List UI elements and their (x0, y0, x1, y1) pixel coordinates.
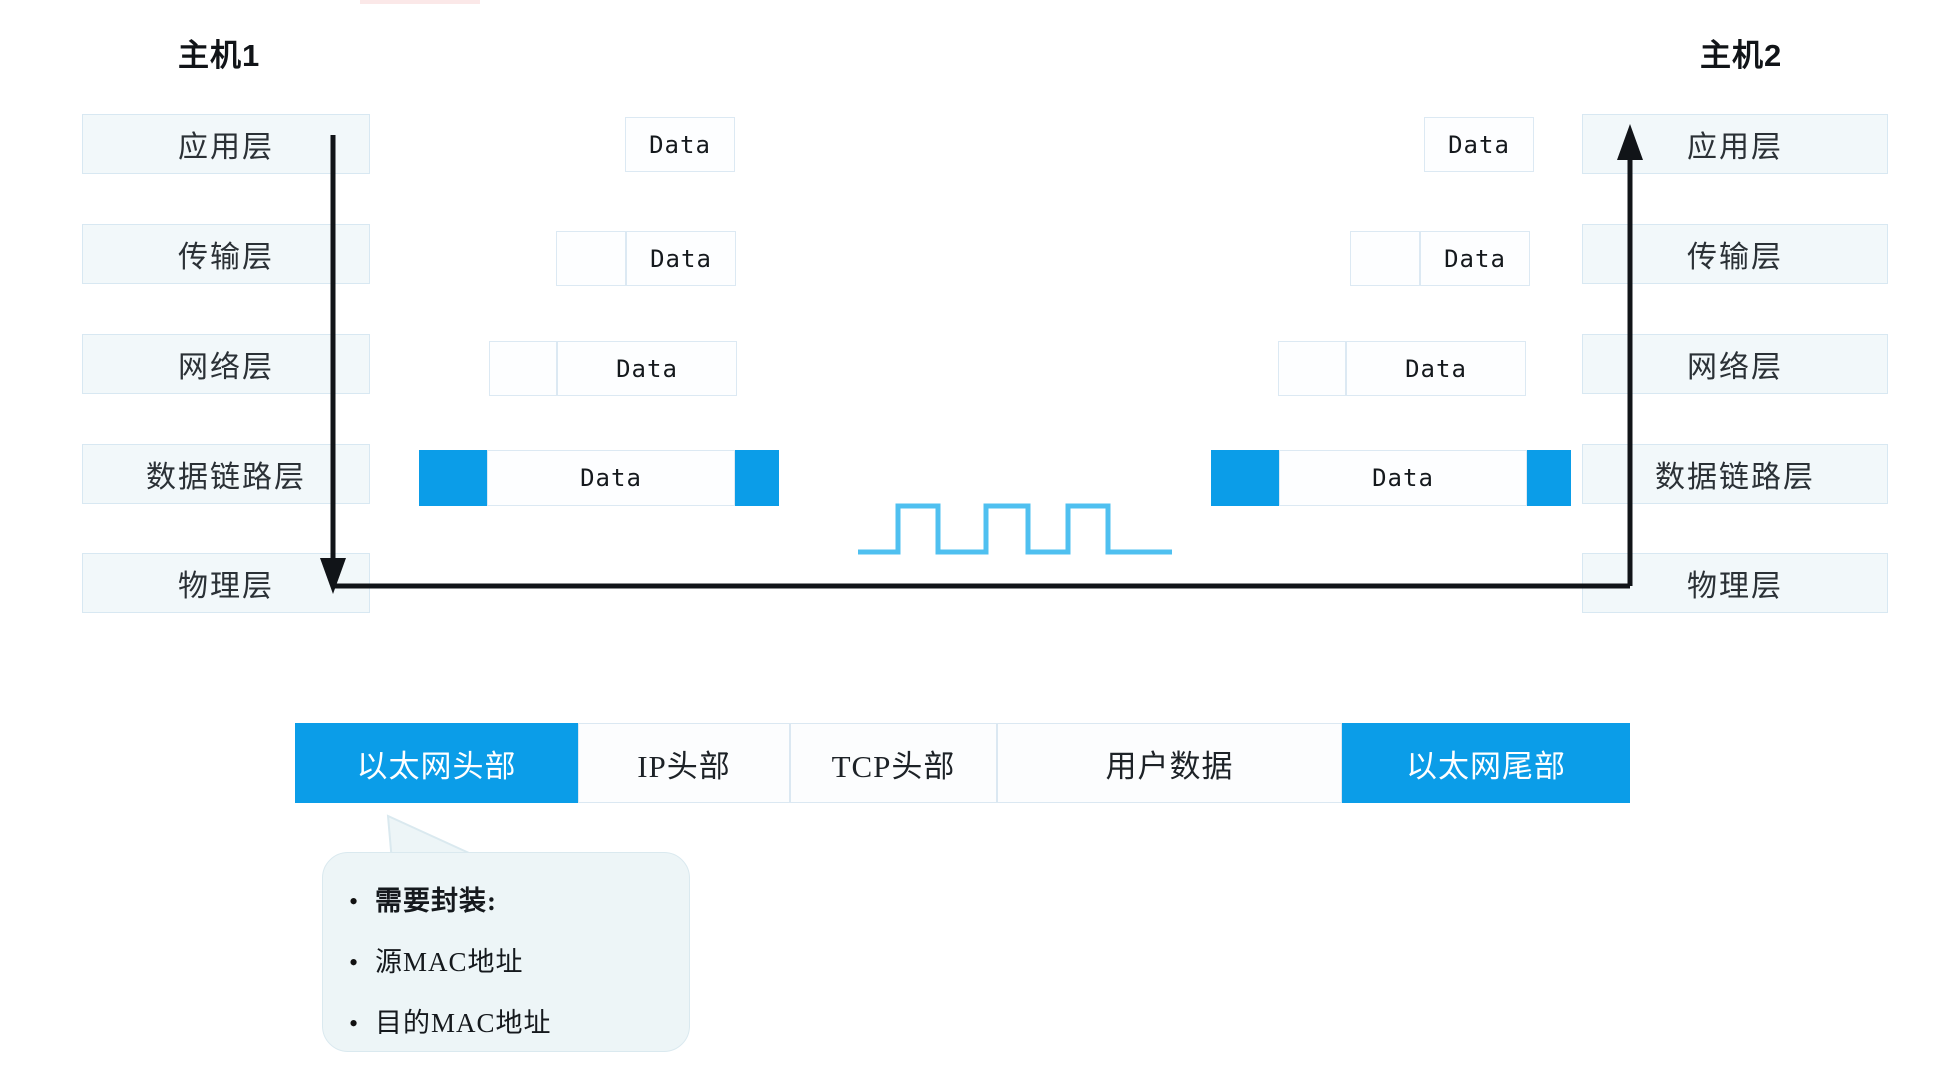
pdu-header-transport (1350, 231, 1420, 286)
pdu-right-datalink: Data (1211, 450, 1571, 506)
layer-box-right-datalink[interactable]: 数据链路层 (1582, 444, 1888, 504)
encap-cell-ethernet-header[interactable]: 以太网头部 (295, 723, 578, 803)
layer-label: 应用层 (1687, 131, 1783, 164)
pdu-right-transport: Data (1350, 231, 1530, 286)
encap-cell-tcp-header[interactable]: TCP头部 (790, 723, 997, 803)
layer-box-left-physical[interactable]: 物理层 (82, 553, 370, 613)
pdu-left-datalink: Data (419, 450, 779, 506)
layer-box-right-network[interactable]: 网络层 (1582, 334, 1888, 394)
host-title-right: 主机2 (1700, 38, 1783, 73)
encap-cell-ip-header[interactable]: IP头部 (578, 723, 790, 803)
layer-label: 应用层 (178, 131, 274, 164)
callout-text: 源MAC地址 (375, 947, 524, 977)
pdu-label: Data (616, 354, 678, 383)
bullet-icon: • (349, 1009, 359, 1038)
callout-item: • 源MAC地址 (349, 940, 667, 979)
pdu-label: Data (1372, 464, 1434, 492)
pdu-ethernet-header (419, 450, 487, 506)
layer-label: 传输层 (1687, 241, 1783, 274)
layer-label: 数据链路层 (1655, 461, 1815, 494)
layer-label: 物理层 (1687, 570, 1783, 603)
layer-label: 数据链路层 (146, 461, 306, 494)
layer-box-right-transport[interactable]: 传输层 (1582, 224, 1888, 284)
layer-label: 物理层 (178, 570, 274, 603)
layer-box-left-transport[interactable]: 传输层 (82, 224, 370, 284)
bullet-icon: • (349, 948, 359, 977)
layer-box-right-physical[interactable]: 物理层 (1582, 553, 1888, 613)
pdu-header-transport (556, 231, 626, 286)
pdu-label: Data (1448, 130, 1510, 159)
pdu-label: Data (580, 464, 642, 492)
layer-label: 网络层 (178, 351, 274, 384)
layer-label: 网络层 (1687, 351, 1783, 384)
pdu-payload: Data (1420, 231, 1530, 286)
square-wave-signal-icon (858, 503, 1172, 555)
callout-item: • 目的MAC地址 (349, 1001, 667, 1040)
bullet-icon: • (349, 887, 359, 916)
callout-text: 目的MAC地址 (375, 1008, 552, 1038)
callout-text: 需要封装: (375, 886, 497, 916)
pdu-header-network (1278, 341, 1346, 396)
callout-box: • 需要封装: • 源MAC地址 • 目的MAC地址 (322, 852, 690, 1052)
pdu-label: Data (1405, 354, 1467, 383)
pdu-header-network (489, 341, 557, 396)
layer-box-left-network[interactable]: 网络层 (82, 334, 370, 394)
layer-box-left-application[interactable]: 应用层 (82, 114, 370, 174)
pdu-payload: Data (557, 341, 737, 396)
host-title-left: 主机1 (178, 38, 261, 73)
pdu-payload: Data (1279, 450, 1527, 506)
pdu-right-network: Data (1278, 341, 1526, 396)
pdu-label: Data (1444, 244, 1506, 273)
encapsulation-bar: 以太网头部 IP头部 TCP头部 用户数据 以太网尾部 (295, 723, 1630, 803)
pdu-ethernet-header (1211, 450, 1279, 506)
pdu-payload: Data (1346, 341, 1526, 396)
pdu-payload: Data (626, 231, 736, 286)
layer-box-right-application[interactable]: 应用层 (1582, 114, 1888, 174)
encap-cell-user-data[interactable]: 用户数据 (997, 723, 1342, 803)
pdu-left-network: Data (489, 341, 737, 396)
layer-box-left-datalink[interactable]: 数据链路层 (82, 444, 370, 504)
pdu-left-transport: Data (556, 231, 736, 286)
pdu-payload: Data (1424, 117, 1534, 172)
pdu-payload: Data (487, 450, 735, 506)
pdu-right-application: Data (1424, 117, 1534, 172)
layer-label: 传输层 (178, 241, 274, 274)
pdu-left-application: Data (625, 117, 735, 172)
pdu-ethernet-trailer (1527, 450, 1571, 506)
callout-item: • 需要封装: (349, 879, 667, 918)
pdu-payload: Data (625, 117, 735, 172)
top-edge-artifact (360, 0, 480, 4)
pdu-label: Data (649, 130, 711, 159)
pdu-label: Data (650, 244, 712, 273)
pdu-ethernet-trailer (735, 450, 779, 506)
encap-cell-ethernet-trailer[interactable]: 以太网尾部 (1342, 723, 1630, 803)
